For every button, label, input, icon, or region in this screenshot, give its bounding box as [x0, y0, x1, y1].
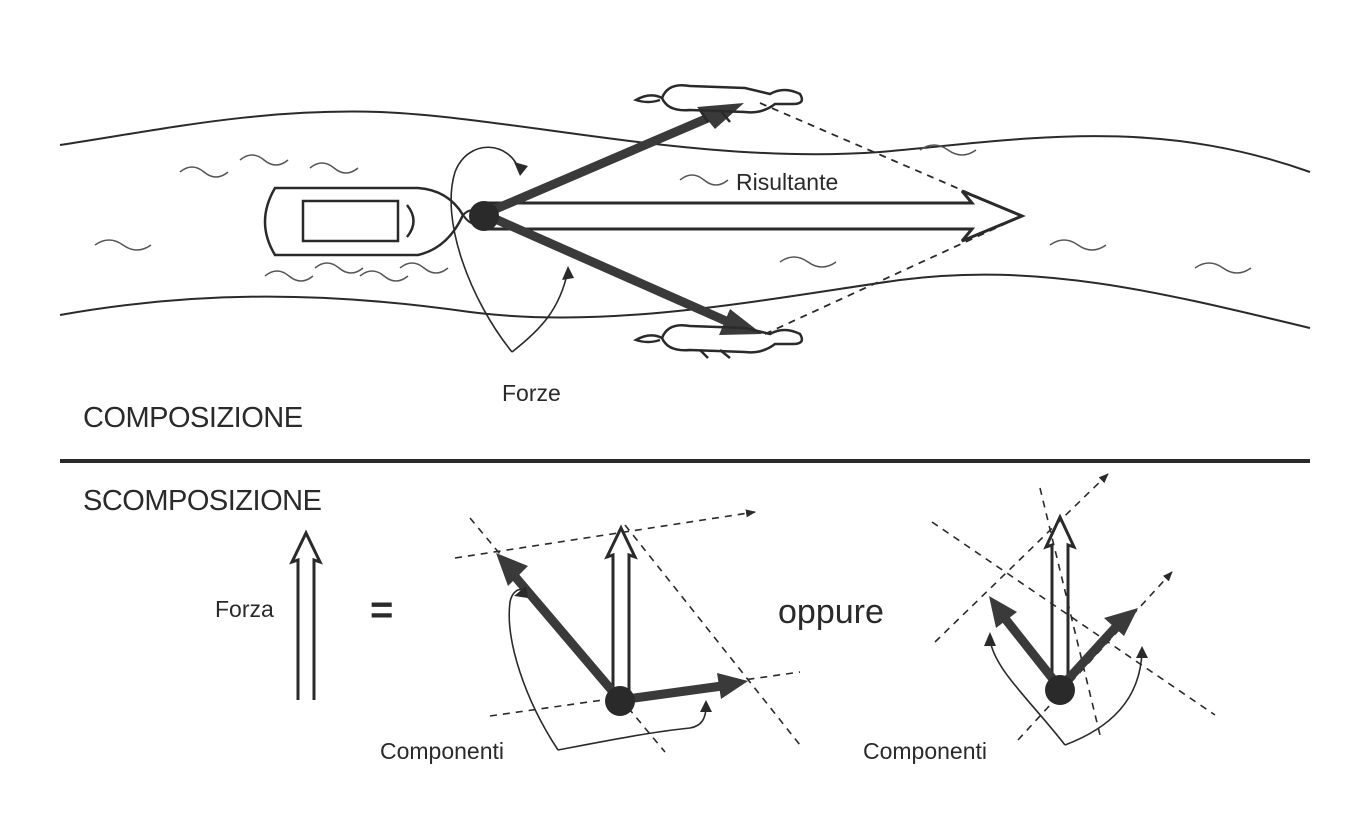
component-arrows-right [998, 611, 1120, 693]
parallelogram-dashes [759, 102, 1023, 335]
force-application-point [469, 201, 499, 231]
component-arrows-left [507, 568, 727, 705]
application-point-right [1045, 675, 1075, 705]
river-bank-bottom [59, 273, 1311, 329]
force-label: Forza [215, 596, 274, 622]
river [59, 110, 1311, 329]
single-force-arrow [289, 529, 323, 700]
force-arrow-lower [479, 209, 731, 326]
components-brace-heads-right [984, 632, 1148, 658]
resultant-double-arrow-right [1043, 513, 1077, 680]
components-label-right: Componenti [863, 738, 988, 764]
components-brace-left [508, 588, 707, 751]
component-arrowheads-right [989, 596, 1138, 636]
horse-upper [632, 84, 804, 123]
river-bank-top [59, 110, 1311, 173]
components-brace-right [989, 639, 1143, 746]
decomposition-left [454, 509, 801, 753]
or-label: oppure [778, 593, 884, 631]
forces-brace [450, 146, 569, 353]
resultant-arrow [484, 189, 1026, 243]
boat-window [406, 204, 415, 238]
force-arrowheads [697, 103, 762, 335]
force-arrows [479, 113, 731, 326]
force-arrow-upper [479, 113, 713, 219]
boat-hull [263, 186, 465, 257]
dashed-guides-right [931, 473, 1216, 741]
components-brace-heads-left [514, 586, 712, 712]
resultant-double-arrow-left [604, 524, 638, 700]
components-label-left: Componenti [380, 738, 505, 764]
equals-sign: = [370, 588, 394, 632]
application-point-left [605, 686, 635, 716]
water-ripples [94, 144, 1252, 282]
resultant-label: Risultante [736, 169, 839, 195]
forces-brace-heads [514, 162, 574, 280]
horse-lower [632, 324, 804, 359]
forces-label: Forze [502, 380, 561, 406]
decomposition-heading: SCOMPOSIZIONE [83, 485, 322, 517]
composition-heading: COMPOSIZIONE [83, 402, 303, 434]
boat-cabin [301, 199, 400, 243]
decomposition-right [931, 473, 1216, 746]
boat [263, 186, 465, 257]
component-arrowheads-left [496, 553, 748, 699]
